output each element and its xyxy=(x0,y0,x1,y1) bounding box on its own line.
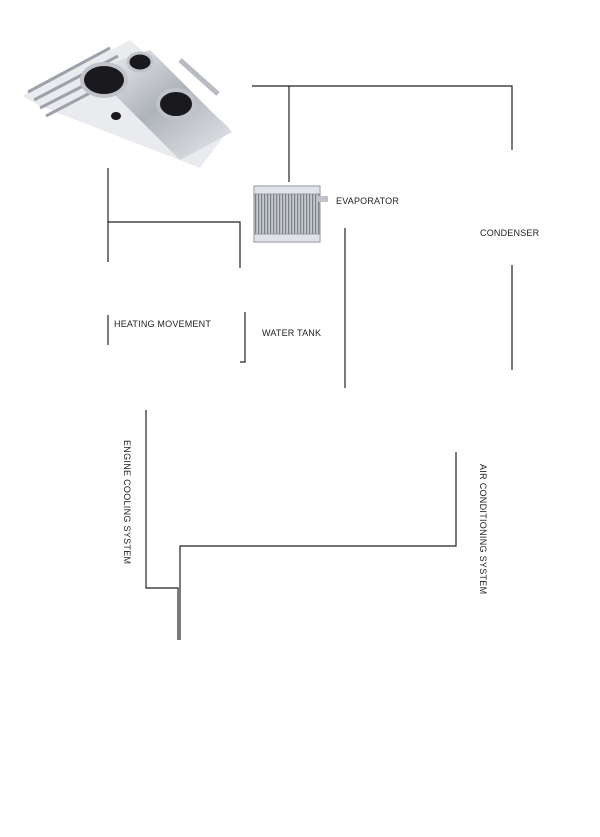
connector-lines xyxy=(107,85,513,640)
label-water-tank: WATER TANK xyxy=(262,328,322,338)
label-air-conditioning-system: AIR CONDITIONING SYSTEM xyxy=(478,464,488,595)
label-condenser: CONDENSER xyxy=(480,228,540,238)
evaporator-icon xyxy=(253,185,328,243)
label-engine-cooling-system: ENGINE COOLING SYSTEM xyxy=(122,440,132,565)
label-heating-movement: HEATING MOVEMENT xyxy=(114,319,212,329)
label-evaporator: EVAPORATOR xyxy=(336,196,400,206)
aluminum-tubes-icon xyxy=(22,40,232,168)
